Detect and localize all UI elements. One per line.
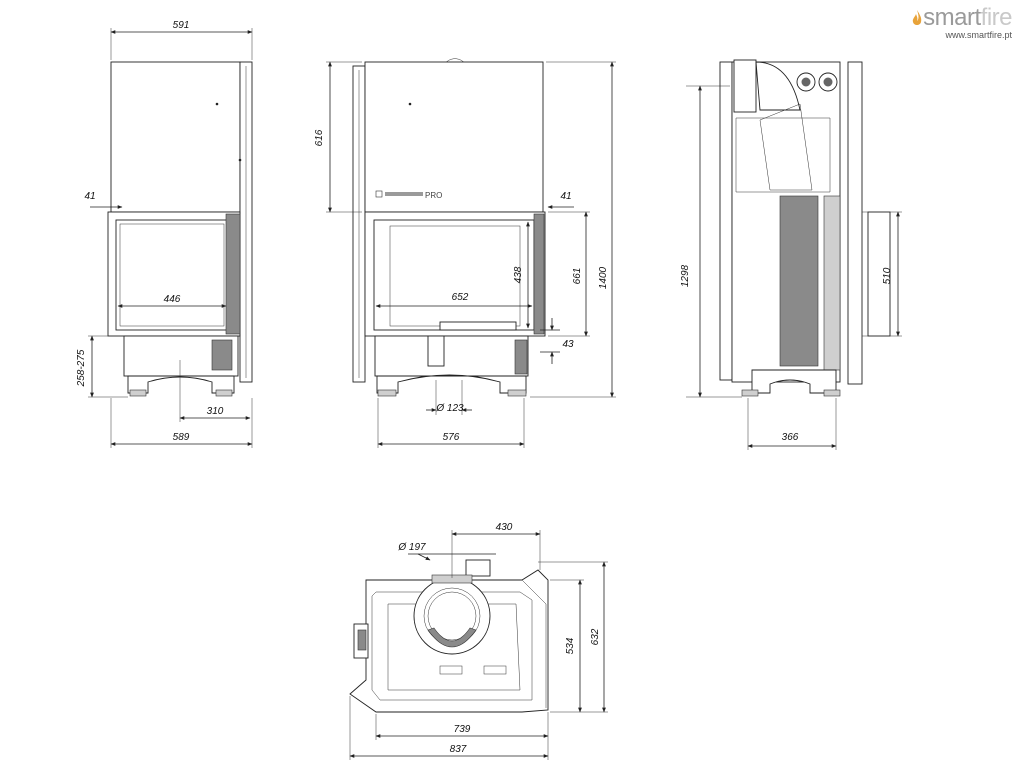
brand-url: www.smartfire.pt <box>945 30 1012 40</box>
top-view: 430 Ø 197 534 632 739 837 <box>349 522 608 760</box>
dim-profile-inlet-height: 510 <box>882 267 893 284</box>
profile-side-glass <box>779 195 819 367</box>
dim-top-flue-offset: 430 <box>496 522 513 533</box>
dim-top-flue-diameter: Ø 197 <box>397 542 426 553</box>
profile-air-inlets <box>796 72 838 92</box>
profile-rear-panel <box>847 61 863 385</box>
svg-text:PRO: PRO <box>425 191 442 200</box>
dim-front-left-offset: 41 <box>84 191 95 202</box>
front-glass <box>115 219 229 331</box>
dim-front-flue-offset: 310 <box>207 406 224 417</box>
front-legs <box>127 375 235 394</box>
dim-side-bottom-offset: 43 <box>562 339 574 350</box>
dim-front-leg-height: 258-275 <box>76 349 87 387</box>
dim-side-top-height: 616 <box>314 129 325 146</box>
brand-name-a: smart <box>923 4 981 31</box>
dim-profile-height: 1298 <box>680 264 691 287</box>
dim-side-base-width: 576 <box>443 432 460 443</box>
profile-legs <box>751 369 837 394</box>
side-glass <box>373 219 535 331</box>
front-corner-glass <box>225 213 241 335</box>
side-hood <box>364 61 544 213</box>
front-hood <box>110 61 241 213</box>
profile-view: 1298 510 366 <box>680 59 902 450</box>
dim-front-base-width: 589 <box>173 432 190 443</box>
flame-icon <box>912 10 922 25</box>
dim-top-depth-inner: 534 <box>565 637 576 654</box>
front-view: 591 41 446 258-275 310 589 <box>76 20 253 448</box>
dim-front-top-width: 591 <box>173 20 190 31</box>
dim-side-total-height: 1400 <box>598 266 609 289</box>
side-base <box>374 335 529 377</box>
brand-logo: smartfire www.smartfire.pt <box>911 4 1013 41</box>
profile-front-panel <box>719 61 733 381</box>
dim-top-depth-outer: 632 <box>590 628 601 645</box>
top-flue-collar <box>413 574 491 655</box>
dim-side-flue-diameter: Ø 123 <box>435 403 464 414</box>
side-legs <box>376 374 527 394</box>
dim-side-door-height: 661 <box>572 268 583 285</box>
dim-front-glass-width: 446 <box>164 294 181 305</box>
profile-flue-outlet <box>733 59 757 113</box>
dim-top-width-inner: 739 <box>454 724 471 735</box>
brand-name-b: fire <box>980 4 1013 31</box>
dim-profile-depth: 366 <box>782 432 799 443</box>
dim-top-width-outer: 837 <box>450 744 467 755</box>
side-view: PRO 616 41 652 438 661 1400 <box>314 58 616 448</box>
side-corner-glass <box>533 213 545 335</box>
dim-side-right-offset: 41 <box>560 191 571 202</box>
dim-side-glass-height: 438 <box>513 266 524 283</box>
brand-plate: PRO <box>375 190 442 200</box>
dim-side-glass-width: 652 <box>452 292 469 303</box>
